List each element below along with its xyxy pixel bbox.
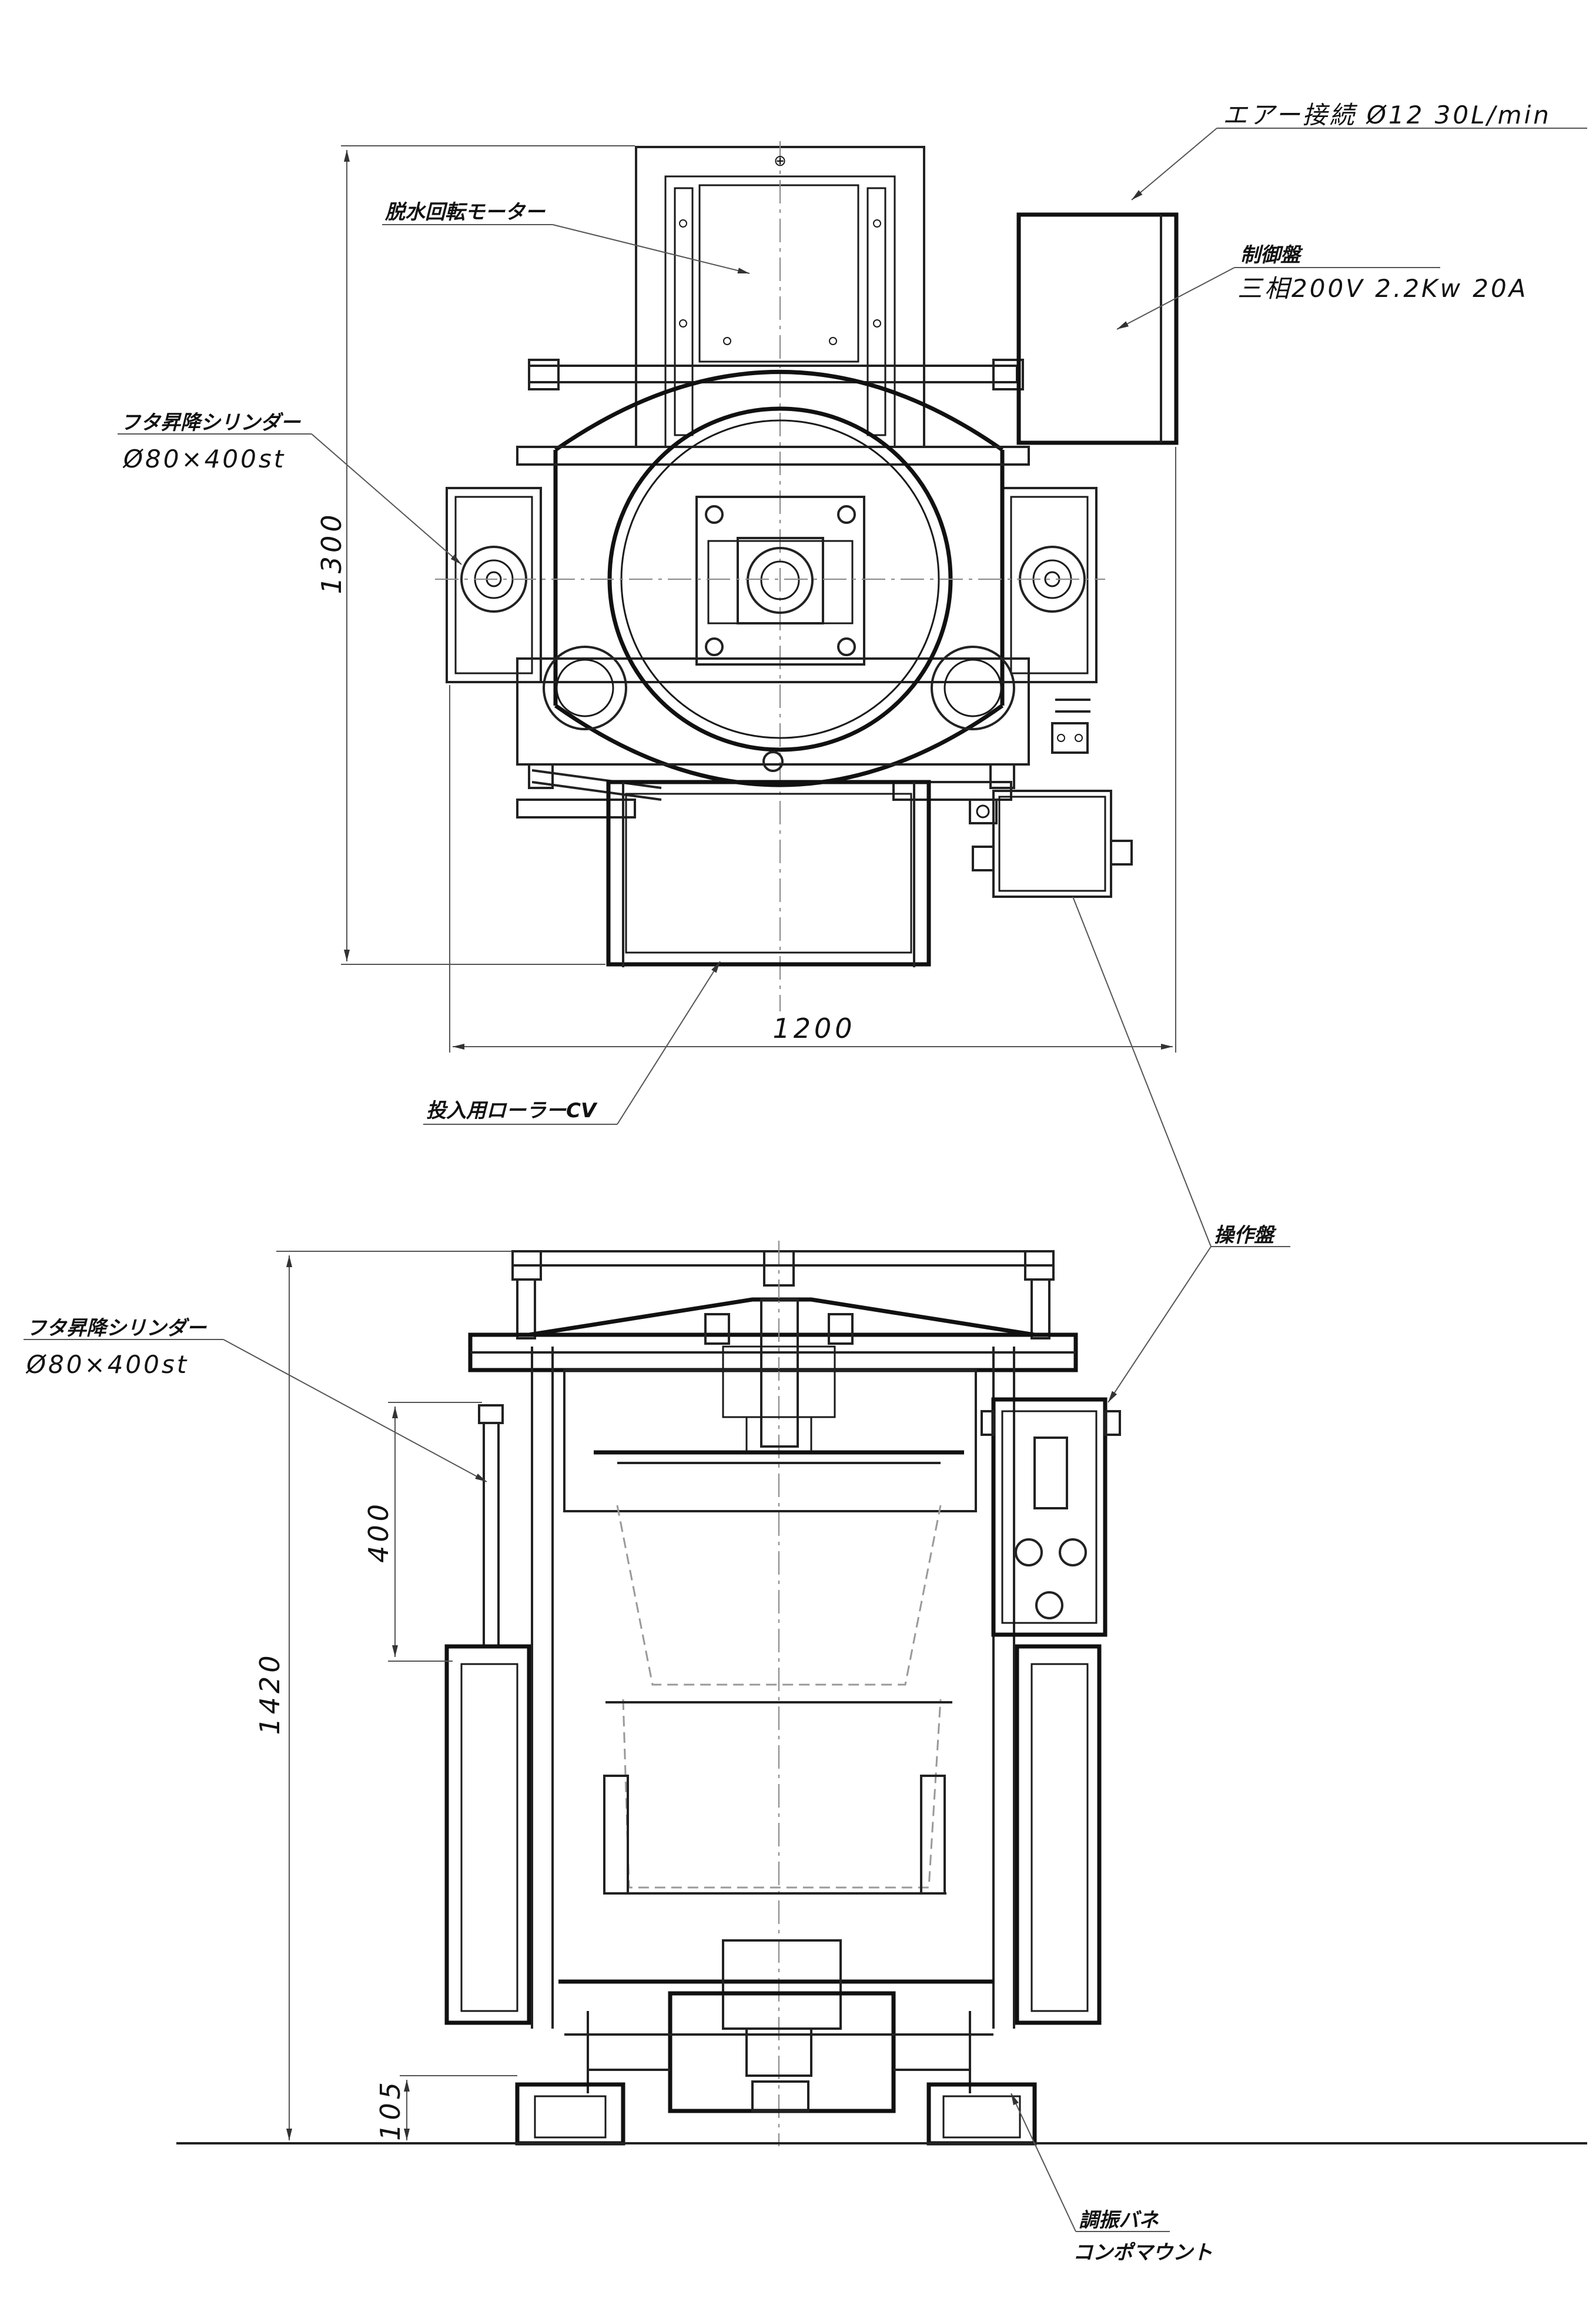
top-view: ⊕ <box>435 141 1179 1011</box>
label-panel-spec: 三相200V 2.2Kw 20A <box>1237 274 1528 303</box>
foot-left <box>515 2082 625 2146</box>
roller-conveyor <box>606 780 931 967</box>
label-cylinder-top-spec: Ø80×400st <box>122 445 286 473</box>
label-cylinder-top-title: フタ昇降シリンダー <box>121 411 301 435</box>
label-cylinder-front-title: フタ昇降シリンダー <box>26 1317 207 1340</box>
cylinder-left-front <box>444 1347 554 2029</box>
label-operation-panel: 操作盤 <box>1214 1224 1277 1247</box>
dim-height: 1420 <box>254 1652 286 1735</box>
operation-panel-front <box>981 1397 1121 1637</box>
main-shaft <box>594 1241 964 2146</box>
drum-hidden <box>563 1369 977 1895</box>
main-body-top <box>435 370 1105 787</box>
guide-rod <box>528 359 1024 390</box>
cylinder-housing-right <box>1001 487 1098 683</box>
label-roller-cv: 投入用ローラーCV <box>426 1099 598 1123</box>
label-mount-title: 調振バネ <box>1079 2209 1159 2232</box>
dim-stroke: 400 <box>363 1501 394 1563</box>
latch-parts <box>1051 699 1090 754</box>
label-motor: 脱水回転モーター <box>384 201 546 224</box>
dimensions: 1300 1200 1420 400 105 <box>254 145 1176 2141</box>
dim-foot: 105 <box>374 2079 406 2141</box>
dim-width: 1200 <box>772 1013 855 1044</box>
lever-arm <box>516 763 1015 819</box>
foot-right <box>926 2082 1037 2146</box>
label-cylinder-front-spec: Ø80×400st <box>25 1350 189 1379</box>
annotations: エアー接続 Ø12 30L/min 脱水回転モーター 制御盤 三相200V 2.… <box>24 101 1587 2264</box>
cylinder-housing-left <box>446 487 542 683</box>
cylinder-right-front <box>992 1347 1102 2029</box>
motor-frame: ⊕ <box>635 141 925 1011</box>
top-frame <box>468 1250 1078 1372</box>
label-panel-title: 制御盤 <box>1240 243 1303 267</box>
svg-text:⊕: ⊕ <box>774 152 787 170</box>
base-drive <box>558 1939 993 2113</box>
dim-depth: 1300 <box>316 511 347 594</box>
front-view <box>176 1241 1587 2146</box>
label-mount-subtitle: コンポマウント <box>1073 2241 1213 2264</box>
label-air-connection: エアー接続 Ø12 30L/min <box>1223 101 1551 129</box>
operation-box-top <box>969 790 1133 898</box>
control-cabinet <box>1016 212 1179 445</box>
